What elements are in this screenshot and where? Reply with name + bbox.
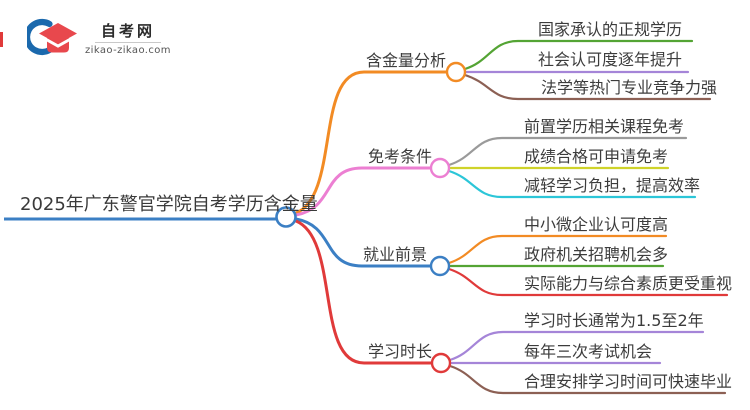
leaf-4-1-line bbox=[448, 330, 705, 362]
branch-label-3: 就业前景 bbox=[363, 245, 428, 264]
branch-label-1: 含金量分析 bbox=[366, 51, 447, 70]
leaf-4-3-line bbox=[448, 364, 727, 395]
site-logo[interactable]: 自考网 zikao-zikao.com bbox=[23, 16, 171, 62]
central-node-circle bbox=[275, 206, 297, 228]
leaf-label-1-2: 社会认可度逐年提升 bbox=[538, 50, 683, 69]
logo-title: 自考网 bbox=[100, 22, 155, 40]
branch-1-circle bbox=[445, 61, 467, 83]
logo-text-block: 自考网 zikao-zikao.com bbox=[85, 22, 171, 56]
leaf-label-3-2: 政府机关招聘机会多 bbox=[524, 245, 669, 264]
leaf-1-3-line bbox=[463, 73, 712, 101]
branch-4-circle bbox=[430, 352, 452, 374]
leaf-1-1-line bbox=[463, 39, 694, 71]
leaf-label-3-3: 实际能力与综合素质更受重视 bbox=[524, 274, 733, 293]
branch-3-line bbox=[294, 217, 433, 268]
branch-4-line bbox=[294, 219, 434, 365]
branch-1-line bbox=[294, 70, 449, 215]
left-edge-red-mark bbox=[0, 32, 3, 47]
leaf-label-1-1: 国家承认的正规学历 bbox=[538, 20, 683, 39]
central-topic: 2025年广东警官学院自考学历含金量 bbox=[20, 194, 318, 215]
branch-3-circle bbox=[429, 255, 451, 277]
branch-label-4: 学习时长 bbox=[368, 342, 433, 361]
branch-2-line bbox=[294, 166, 433, 217]
leaf-3-1-line bbox=[447, 234, 668, 265]
logo-domain: zikao-zikao.com bbox=[85, 45, 171, 56]
leaf-2-3-line bbox=[447, 169, 697, 199]
graduation-cap-crescent-icon bbox=[23, 16, 79, 62]
leaf-label-4-1: 学习时长通常为1.5至2年 bbox=[524, 311, 704, 330]
leaf-label-2-2: 成绩合格可申请免考 bbox=[524, 147, 669, 166]
leaf-2-1-line bbox=[447, 136, 688, 167]
leaf-label-2-3: 减轻学习负担，提高效率 bbox=[524, 176, 701, 195]
logo-divider bbox=[94, 42, 161, 43]
leaf-label-4-2: 每年三次考试机会 bbox=[524, 342, 653, 361]
branch-2-circle bbox=[429, 157, 451, 179]
leaf-label-2-1: 前置学历相关课程免考 bbox=[524, 117, 685, 136]
leaf-label-4-3: 合理安排学习时间可快速毕业 bbox=[524, 372, 733, 391]
branch-label-2: 免考条件 bbox=[368, 147, 433, 166]
leaf-label-3-1: 中小微企业认可度高 bbox=[524, 215, 669, 234]
leaf-label-1-3: 法学等热门专业竞争力强 bbox=[541, 78, 718, 97]
leaf-3-3-line bbox=[447, 267, 729, 297]
